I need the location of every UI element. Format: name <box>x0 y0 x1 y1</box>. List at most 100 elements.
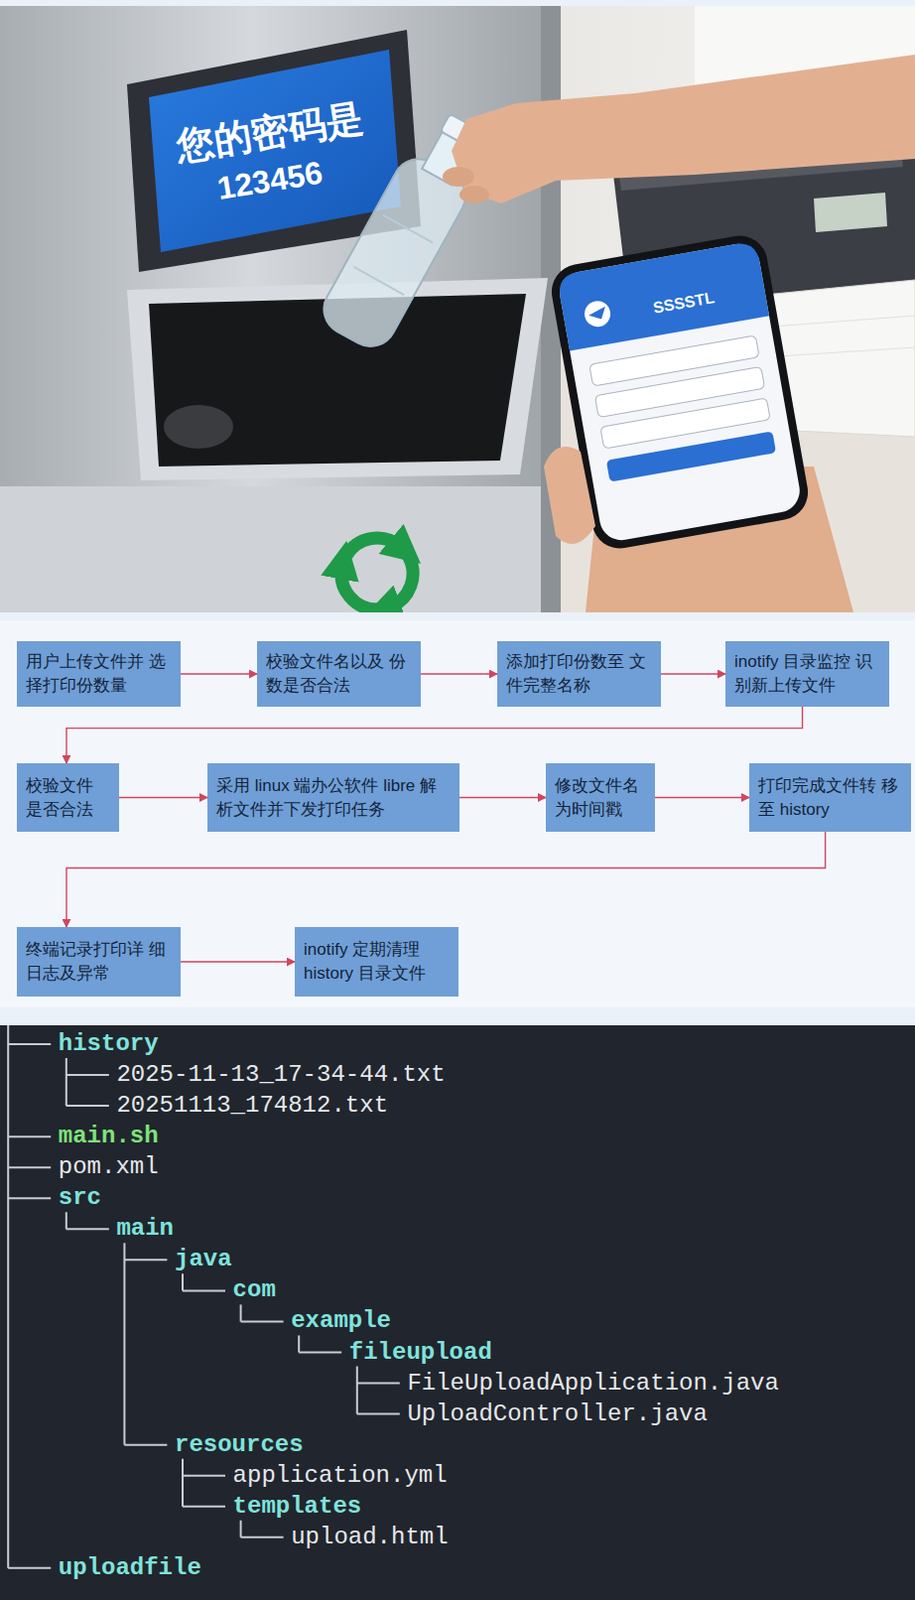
tree-line <box>241 1536 284 1539</box>
directory-name: com <box>233 1276 276 1306</box>
directory-name: java <box>174 1245 233 1275</box>
finger <box>442 166 475 187</box>
file-name: pom.xml <box>58 1153 159 1182</box>
process-box: 校验文件名以及 份数是否合法 <box>257 641 421 707</box>
tree-line <box>7 1196 51 1199</box>
box-text: 校验文件名以及 份数是否合法 <box>265 650 412 698</box>
finger <box>459 185 490 204</box>
file-name: UploadController.java <box>406 1399 707 1429</box>
tree-line <box>124 1443 167 1446</box>
tree-line <box>7 1043 51 1046</box>
tree-line <box>182 1289 226 1292</box>
directory-name: history <box>58 1030 159 1059</box>
tree-line <box>181 1273 184 1291</box>
process-box: 添加打印份数至 文件完整名称 <box>497 641 661 707</box>
tree-line <box>66 1073 110 1076</box>
paper-edge <box>759 315 915 328</box>
arm <box>451 54 915 204</box>
tree-line <box>182 1474 226 1477</box>
tree-line <box>181 1458 184 1507</box>
old-bottle <box>163 404 234 449</box>
flow-ground <box>0 620 915 1008</box>
tree-line <box>240 1304 243 1321</box>
file-name: 2025-11-13_17-34-44.txt <box>116 1060 445 1090</box>
tree-line <box>297 1334 300 1352</box>
directory-name: uploadfile <box>58 1553 202 1582</box>
tree-line <box>241 1319 284 1322</box>
tree-line <box>124 1258 167 1261</box>
app-logo-plane <box>587 306 608 322</box>
flow-arrow <box>180 960 295 962</box>
tree-line <box>298 1351 342 1354</box>
box-text: 终端记录打印详 细日志及异常 <box>25 937 172 986</box>
screen <box>148 49 401 253</box>
box-text: 用户上传文件并 选择打印份数量 <box>25 650 172 698</box>
tree-line <box>7 1135 51 1138</box>
process-box: inotify 定期清理 history 目录文件 <box>294 926 459 997</box>
box-text: inotify 定期清理 history 目录文件 <box>303 937 450 986</box>
tree-line <box>65 1211 68 1229</box>
thumb <box>543 446 596 544</box>
directory-name: example <box>290 1307 392 1336</box>
tree-line <box>7 1166 51 1169</box>
file-name: FileUploadApplication.java <box>406 1368 779 1398</box>
tree-line <box>65 1057 68 1106</box>
recycle-symbol <box>389 555 413 608</box>
phone-header <box>556 240 770 351</box>
bottle-body <box>314 149 475 356</box>
tree-line <box>182 1505 226 1508</box>
process-box: 打印完成文件转 移至 history <box>749 763 912 832</box>
frame-edge <box>0 0 915 6</box>
process-box: 用户上传文件并 选择打印份数量 <box>16 641 181 707</box>
app-logo <box>582 298 613 329</box>
file-name: application.yml <box>233 1460 448 1490</box>
tree-line <box>356 1366 359 1415</box>
file-name: 20251113_174812.txt <box>116 1091 389 1121</box>
form-button <box>606 430 777 482</box>
directory-name: fileupload <box>349 1337 493 1367</box>
tree-line <box>357 1413 400 1416</box>
wall <box>0 0 915 613</box>
flow-arrow <box>420 672 498 674</box>
tree-line <box>66 1227 110 1230</box>
flow-arrow <box>459 796 546 798</box>
photo <box>0 0 915 613</box>
directory-name: resources <box>174 1430 304 1459</box>
directory-name: templates <box>233 1491 363 1521</box>
box-text: 修改文件名 为时间戳 <box>554 774 647 822</box>
flow-arrow <box>66 706 803 764</box>
bin-front-panel <box>0 486 541 613</box>
printer-display <box>813 192 888 233</box>
flow-arrow <box>180 672 258 674</box>
tree-line <box>240 1520 243 1538</box>
flow-arrow <box>66 831 826 927</box>
phone-screen <box>556 240 803 543</box>
bottle-ridge <box>353 266 404 295</box>
flow-arrow <box>119 796 208 798</box>
process-box: inotify 目录监控 识别新上传文件 <box>725 641 890 707</box>
tree-line <box>6 1025 9 1569</box>
file-name: upload.html <box>290 1522 448 1552</box>
box-text: 采用 linux 端办公软件 libre 解析文件并下发打印任务 <box>216 774 451 822</box>
recycle-symbol <box>341 567 378 610</box>
box-text: 添加打印份数至 文件完整名称 <box>506 650 653 698</box>
directory-name: src <box>58 1183 102 1213</box>
process-box: 校验文件 是否合法 <box>16 763 120 832</box>
process-box: 终端记录打印详 细日志及异常 <box>16 926 181 997</box>
terminal-ground <box>0 1025 915 1600</box>
tree-line <box>123 1242 126 1444</box>
bin-body <box>0 0 561 613</box>
recycle-symbol <box>346 537 400 556</box>
tree-line <box>66 1104 110 1107</box>
box-text: 打印完成文件转 移至 history <box>758 774 903 822</box>
box-text: inotify 目录监控 识别新上传文件 <box>734 650 881 698</box>
directory-name: main <box>116 1214 174 1244</box>
process-box: 采用 linux 端办公软件 libre 解析文件并下发打印任务 <box>207 763 460 832</box>
flow-arrow <box>654 796 750 798</box>
bottle-ridge <box>383 214 434 243</box>
tree-line <box>7 1567 51 1569</box>
process-box: 修改文件名 为时间戳 <box>545 763 655 832</box>
paper-edge <box>762 347 915 358</box>
